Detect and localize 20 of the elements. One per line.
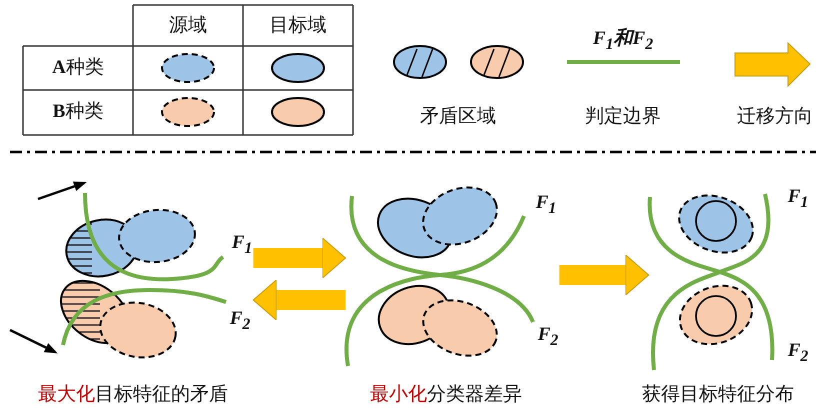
block-arrow (253, 238, 346, 278)
node-label: 最大化目标特征的矛盾 (38, 384, 228, 406)
block-arrow (252, 280, 346, 320)
block-arrow (559, 254, 650, 296)
node-label: 获得目标特征分布 (642, 384, 794, 406)
row-header: B种类 (52, 101, 104, 123)
legend-label: 矛盾区域 (420, 106, 496, 128)
column-header: 目标域 (270, 15, 326, 37)
boundary-label: F$_{1}$ (788, 186, 808, 213)
boundary-label: F$_{2}$ (230, 308, 250, 335)
boundary-label: F$_{2}$ (788, 340, 808, 367)
legend-label: 迁移方向 (737, 106, 813, 128)
boundary-label: F$_{1}$ (232, 232, 252, 259)
column-header: 源域 (169, 15, 207, 37)
boundary-label: F$_{1}$ (536, 192, 556, 219)
legend-label: 判定边界 (585, 106, 661, 128)
boundary-name: F$_{1}$和F$_{2}$ (592, 28, 654, 55)
boundary-label: F$_{2}$ (538, 324, 558, 351)
row-header: A种类 (52, 57, 104, 79)
node-label: 最小化分类器差异 (370, 384, 522, 406)
